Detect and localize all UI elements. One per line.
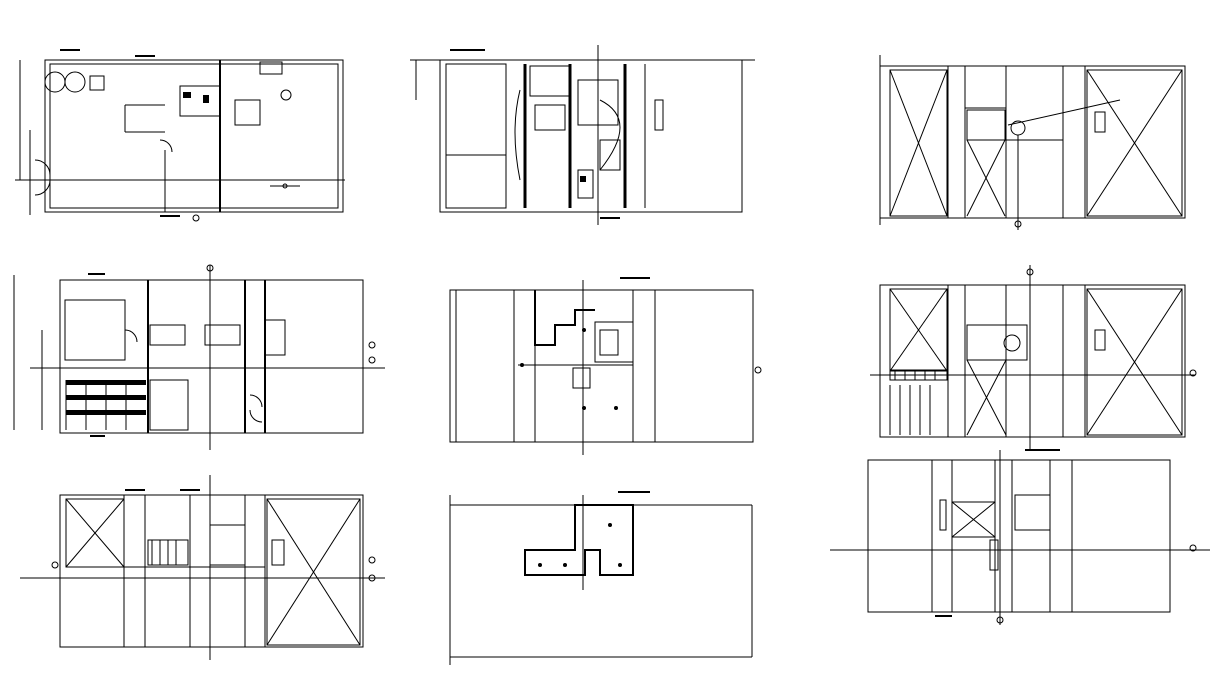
upper-floor-electrical-plan [449,491,753,665]
second-floor-plan [20,475,385,660]
roof-plan-middle [870,265,1197,450]
roof-plan-upper [879,55,1186,230]
ground-floor-electrical-plan [410,45,755,225]
ground-floor-plan [15,49,345,222]
first-floor-electrical-plan [449,277,762,455]
roof-plan-lower [830,449,1210,625]
first-floor-plan [13,264,385,450]
